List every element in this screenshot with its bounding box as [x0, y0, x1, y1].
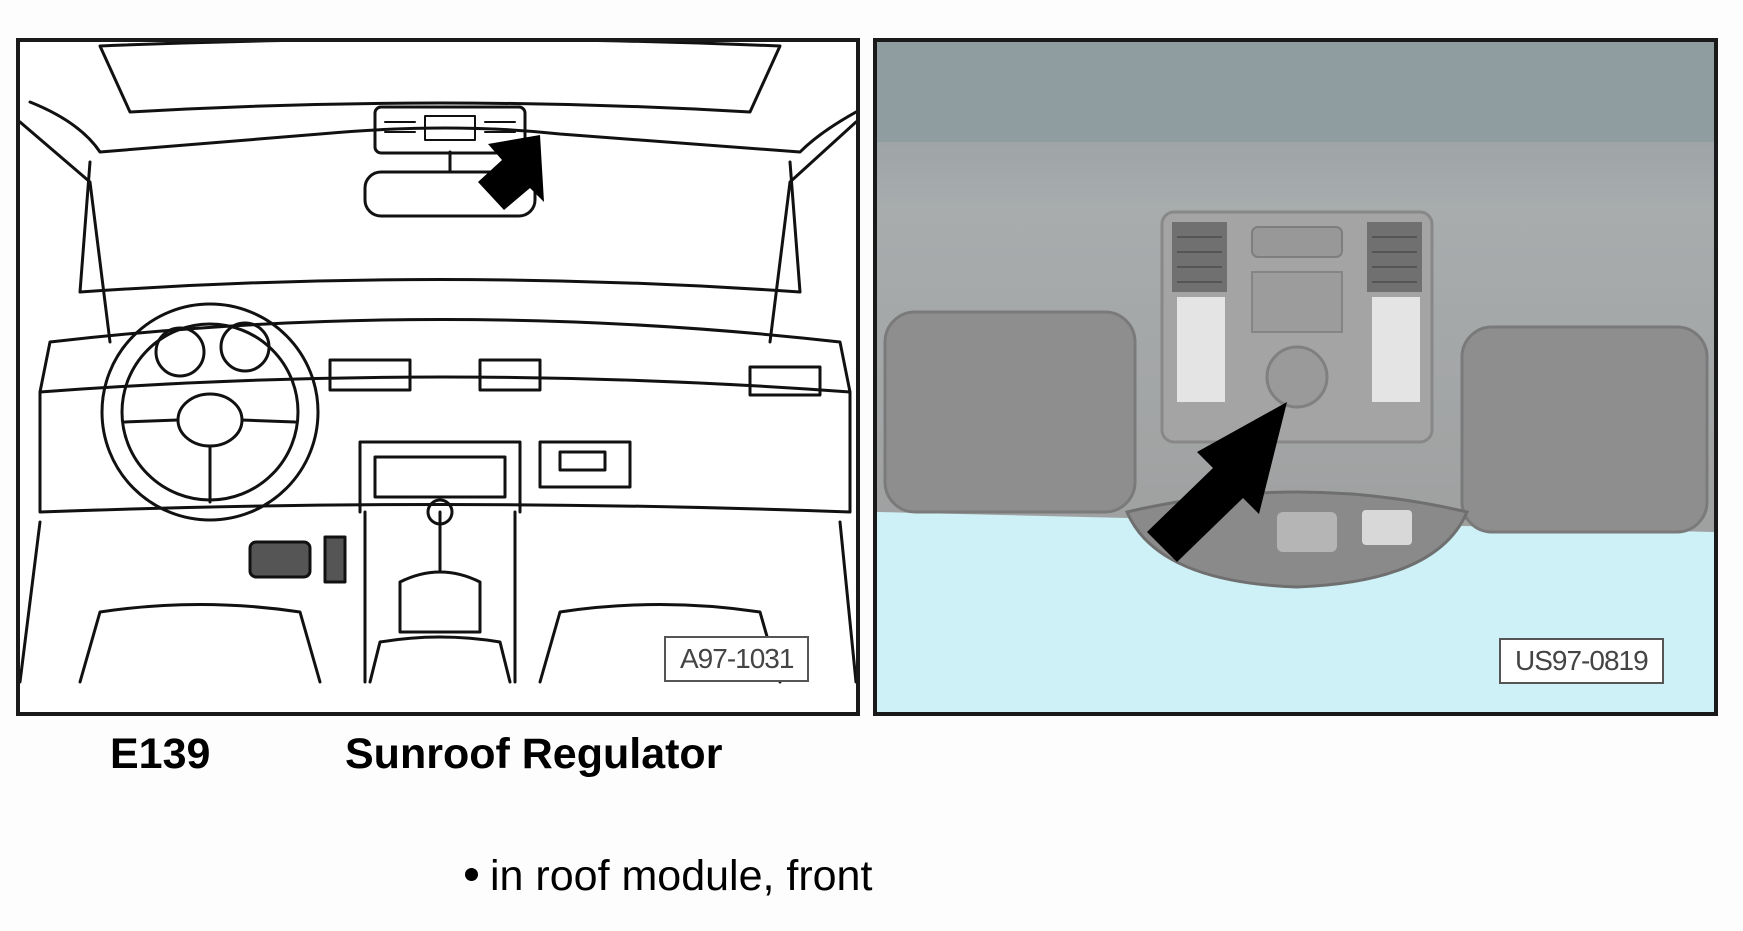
roof-module-photo [877, 42, 1714, 712]
roof-module-photo-panel: US97-0819 [873, 38, 1718, 716]
photo-reference-code: US97-0819 [1499, 638, 1664, 684]
interior-line-drawing [20, 42, 856, 684]
bullet-dot-icon [465, 868, 478, 882]
pointer-arrow-icon [478, 135, 544, 210]
figure-reference-code: A97-1031 [664, 636, 810, 682]
interior-drawing-panel: A97-1031 [16, 38, 860, 716]
location-note-text: in roof module, front [490, 852, 873, 900]
component-code: E139 [110, 730, 211, 778]
location-note: in roof module, front [465, 852, 872, 901]
component-name: Sunroof Regulator [345, 730, 723, 778]
